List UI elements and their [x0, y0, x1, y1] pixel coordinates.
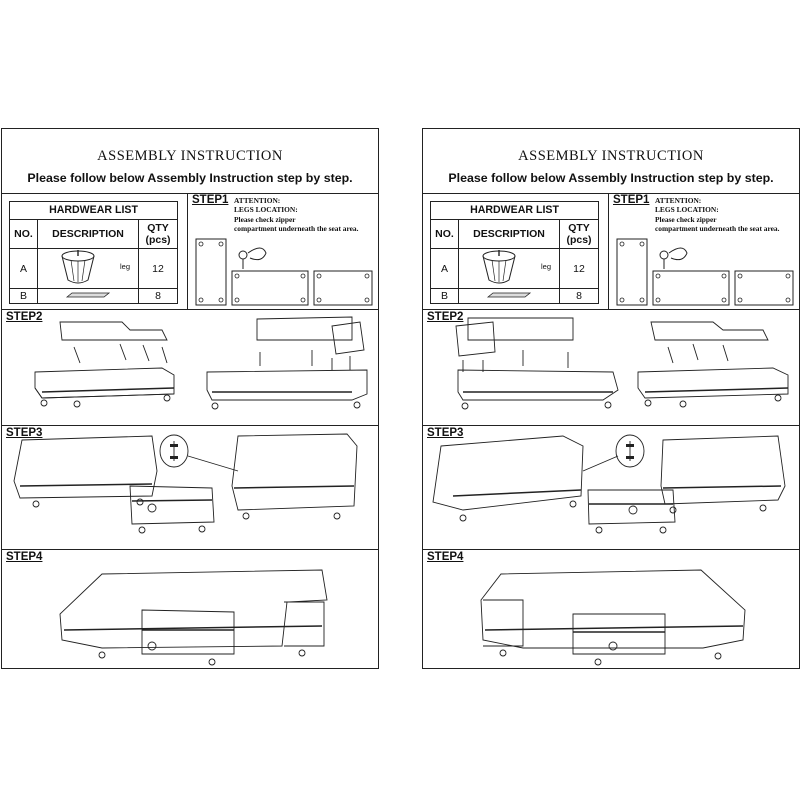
row-no: A	[9, 248, 38, 290]
zipper-arrow-icon	[238, 247, 267, 269]
row-description: leg	[458, 248, 560, 290]
step3-diagram	[13, 433, 358, 534]
instruction-sheet-left: ASSEMBLY INSTRUCTION Please follow below…	[1, 128, 379, 669]
zipper-arrow-icon	[659, 247, 688, 269]
row-description: leg	[37, 248, 139, 290]
bracket-icon	[65, 292, 111, 298]
instruction-sheet-right: ASSEMBLY INSTRUCTION Please follow below…	[422, 128, 800, 669]
step4-panel: STEP4	[423, 549, 799, 669]
note-check: Please check zipper	[655, 214, 717, 224]
step3-label: STEP3	[6, 427, 43, 439]
step4-label: STEP4	[427, 551, 464, 563]
step2-label: STEP2	[427, 311, 464, 323]
step1-note: ATTENTION: LEGS LOCATION: Please check z…	[655, 196, 779, 234]
leg-icon	[482, 250, 516, 284]
table-row: A leg 12	[9, 248, 178, 290]
sheet-header: ASSEMBLY INSTRUCTION Please follow below…	[423, 129, 799, 194]
col-qty-header: QTY (pcs)	[138, 218, 178, 250]
row-qty: 12	[559, 248, 599, 290]
table-row: A leg 12	[430, 248, 599, 290]
step1-panel: STEP1 ATTENTION: LEGS LOCATION: Please c…	[187, 193, 378, 309]
sheet-subtitle: Please follow below Assembly Instruction…	[27, 171, 353, 185]
note-legs: LEGS LOCATION:	[655, 205, 719, 215]
step1-leg-diagram	[195, 238, 373, 306]
row-qty: 8	[138, 288, 178, 304]
note-check: Please check zipper	[234, 214, 296, 224]
step3-diagram	[432, 434, 786, 534]
row-qty: 12	[138, 248, 178, 290]
step3-panel: STEP3	[423, 425, 799, 546]
step1-label: STEP1	[192, 194, 229, 206]
step1-panel: STEP1 ATTENTION: LEGS LOCATION: Please c…	[608, 193, 799, 309]
step2-diagram	[455, 317, 789, 410]
step1-note: ATTENTION: LEGS LOCATION: Please check z…	[234, 196, 358, 234]
sheet-title: ASSEMBLY INSTRUCTION	[97, 148, 283, 164]
row-description	[458, 288, 560, 304]
hardware-list-title: HARDWEAR LIST	[430, 201, 599, 220]
step4-label: STEP4	[6, 551, 43, 563]
step3-panel: STEP3	[2, 425, 378, 546]
note-legs: LEGS LOCATION:	[234, 205, 298, 215]
table-row: B 8	[430, 288, 599, 304]
hardware-list-table: HARDWEAR LIST NO. DESCRIPTION QTY (pcs) …	[430, 201, 599, 304]
step4-diagram	[59, 569, 328, 666]
note-compartment: compartment underneath the seat area.	[655, 224, 780, 234]
step3-label: STEP3	[427, 427, 464, 439]
row-description-text: leg	[540, 262, 551, 272]
step1-label: STEP1	[613, 194, 650, 206]
step2-diagram	[34, 316, 368, 410]
sheet-subtitle: Please follow below Assembly Instruction…	[448, 171, 774, 185]
step2-panel: STEP2	[423, 309, 799, 420]
connector-bracket-icon	[626, 444, 634, 459]
col-no-header: NO.	[9, 218, 38, 250]
table-row: B 8	[9, 288, 178, 304]
step1-leg-diagram	[616, 238, 794, 306]
col-no-header: NO.	[430, 218, 459, 250]
note-attention: ATTENTION:	[234, 196, 281, 205]
col-description-header: DESCRIPTION	[37, 218, 139, 250]
sheet-header: ASSEMBLY INSTRUCTION Please follow below…	[2, 129, 378, 194]
row-description	[37, 288, 139, 304]
row-description-text: leg	[119, 262, 130, 272]
bracket-icon	[486, 292, 532, 298]
step2-panel: STEP2	[2, 309, 378, 420]
col-qty-header: QTY (pcs)	[559, 218, 599, 250]
row-no: B	[9, 288, 38, 304]
note-attention: ATTENTION:	[655, 196, 702, 205]
connector-bracket-icon	[170, 444, 178, 459]
note-compartment: compartment underneath the seat area.	[234, 224, 359, 234]
row-qty: 8	[559, 288, 599, 304]
hardware-list-table: HARDWEAR LIST NO. DESCRIPTION QTY (pcs) …	[9, 201, 178, 304]
col-description-header: DESCRIPTION	[458, 218, 560, 250]
step4-diagram	[480, 569, 746, 666]
row-no: A	[430, 248, 459, 290]
sheet-title: ASSEMBLY INSTRUCTION	[518, 148, 704, 164]
hardware-list-title: HARDWEAR LIST	[9, 201, 178, 220]
leg-icon	[61, 250, 95, 284]
row-no: B	[430, 288, 459, 304]
step4-panel: STEP4	[2, 549, 378, 669]
step2-label: STEP2	[6, 311, 43, 323]
